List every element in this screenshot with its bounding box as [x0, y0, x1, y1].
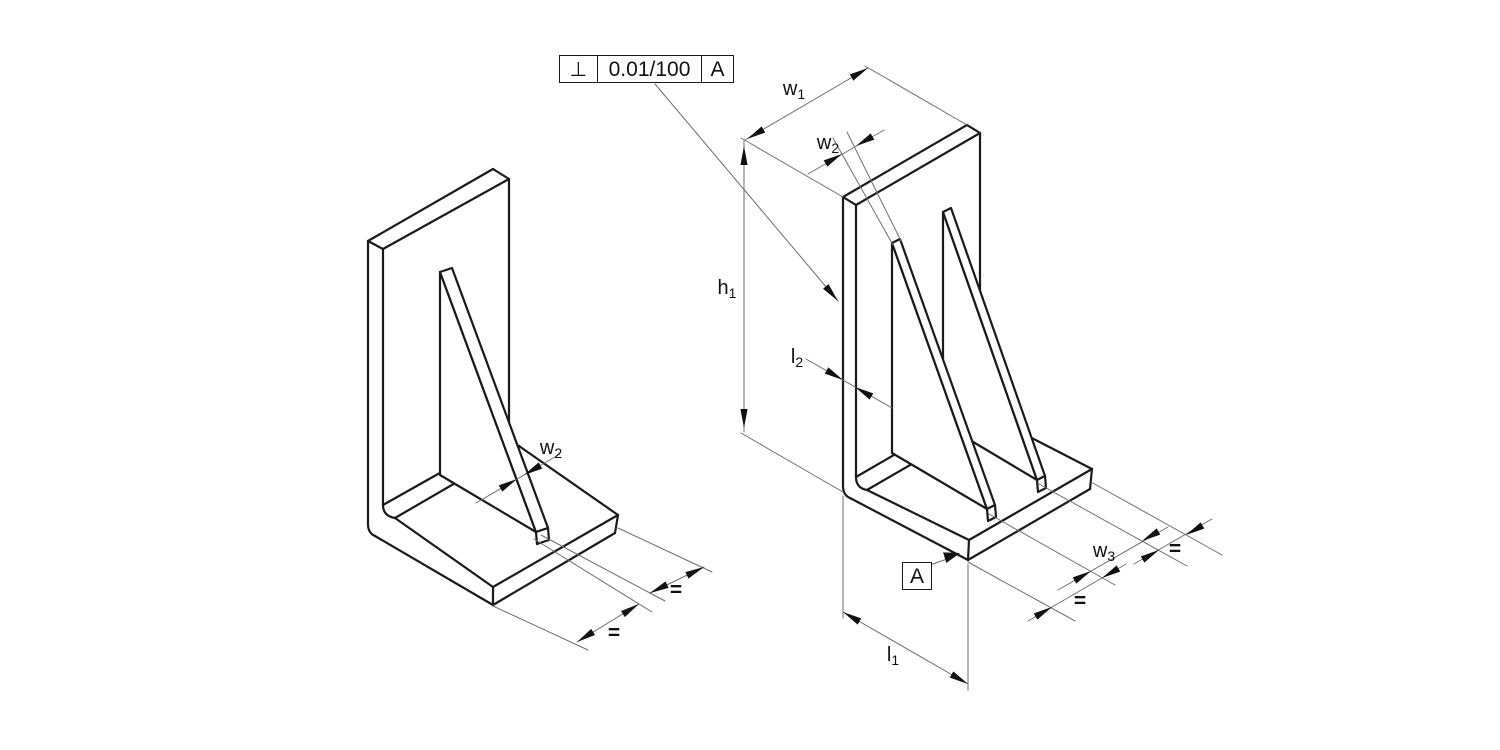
tolerance-value: 0.01/100	[597, 56, 701, 82]
equal-spacing-label-left-outer: =	[1073, 589, 1087, 613]
equal-spacing-label-far-left-view: =	[669, 578, 683, 602]
dim-label-w1: w1	[782, 78, 806, 102]
dim-label-w2-right-view: w2	[816, 132, 840, 156]
dimension-lines	[475, 65, 1223, 691]
right-view-rib-front	[890, 237, 998, 523]
dim-label-h1: h1	[717, 277, 737, 301]
dim-label-w3: w3	[1092, 540, 1116, 564]
right-view-rib-rear	[941, 206, 1048, 494]
dim-label-l2: l2	[790, 346, 804, 370]
tolerance-datum-reference: A	[701, 56, 733, 82]
dim-label-w2-left-view: w2	[539, 437, 563, 461]
left-view-rib	[438, 266, 551, 546]
tolerance-frame: ⊥ 0.01/100 A	[559, 55, 734, 83]
equal-spacing-label-right-outer: =	[1168, 537, 1182, 561]
equal-spacing-label-near-left-view: =	[607, 621, 621, 645]
perpendicularity-icon: ⊥	[569, 57, 588, 81]
dim-label-l1: l1	[886, 644, 900, 668]
dimension-arrowheads	[498, 68, 1205, 684]
datum-label-box: A	[902, 562, 932, 590]
left-view-angle-plate	[366, 167, 620, 607]
